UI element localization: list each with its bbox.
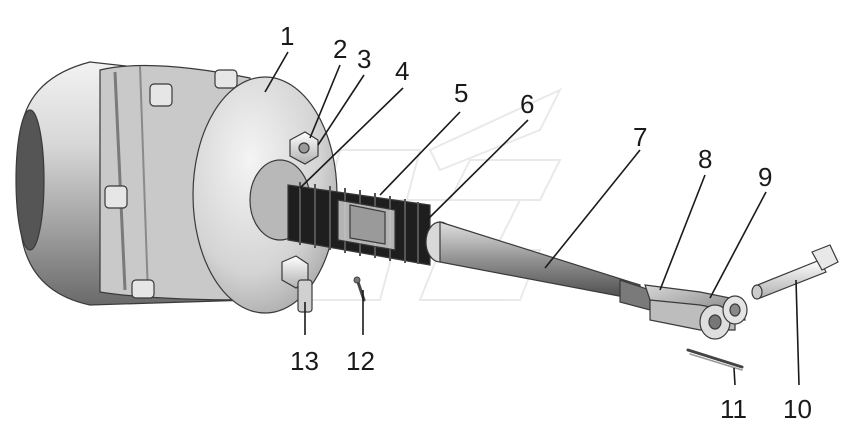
callout-13: 13 <box>290 346 319 376</box>
callout-labels: 1 2 3 4 5 6 7 8 9 10 11 12 13 <box>280 21 812 424</box>
rubber-boot <box>287 182 431 266</box>
callout-9: 9 <box>758 162 772 192</box>
mounting-nut <box>289 131 319 165</box>
clevis-fork <box>644 284 748 340</box>
push-rod <box>425 221 651 311</box>
callout-11: 11 <box>720 394 747 424</box>
callout-8: 8 <box>698 144 712 174</box>
callout-3: 3 <box>357 44 371 74</box>
cotter-pin <box>686 348 744 371</box>
callout-4: 4 <box>395 56 409 86</box>
callout-12: 12 <box>346 346 375 376</box>
clevis-pin <box>751 244 839 300</box>
callout-2: 2 <box>333 34 347 64</box>
callout-7: 7 <box>633 122 647 152</box>
callout-6: 6 <box>520 89 534 119</box>
leader-lines <box>264 51 800 386</box>
callout-5: 5 <box>454 78 468 108</box>
callout-1: 1 <box>280 21 294 51</box>
callout-10: 10 <box>783 394 812 424</box>
